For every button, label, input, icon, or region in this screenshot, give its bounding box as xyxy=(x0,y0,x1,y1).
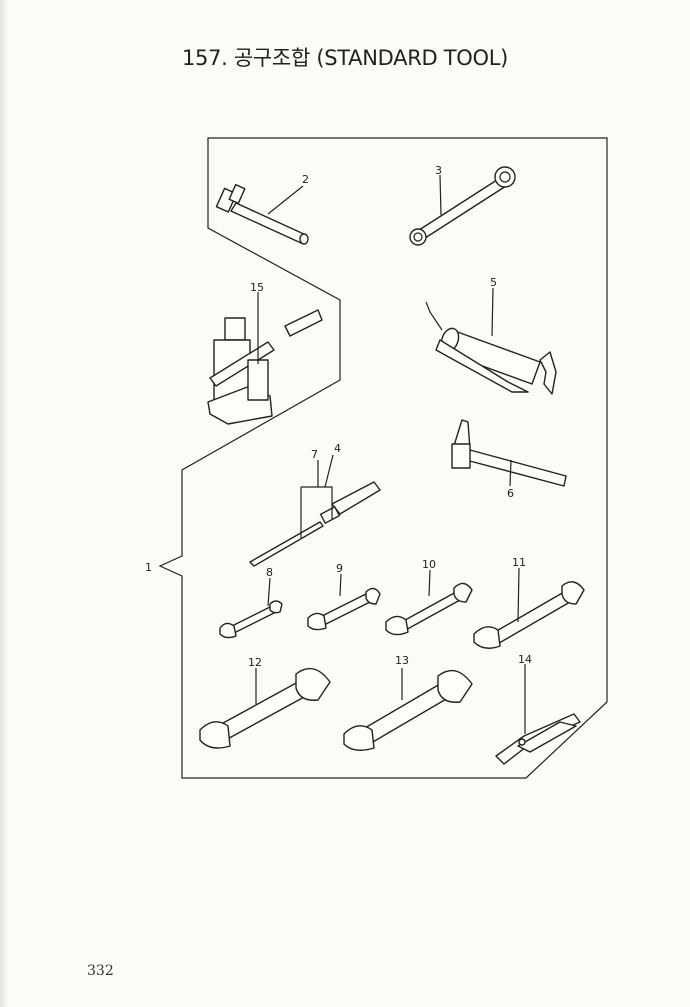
callout-11: 11 xyxy=(512,556,526,569)
callout-3: 3 xyxy=(435,164,442,177)
hydraulic-jack-icon xyxy=(207,309,323,425)
box-wrench-icon xyxy=(409,166,516,246)
open-wrench-11-icon xyxy=(473,581,585,649)
grease-gun-icon xyxy=(425,301,557,395)
callout-9: 9 xyxy=(336,562,343,575)
open-wrench-13-icon xyxy=(343,669,473,751)
callout-12: 12 xyxy=(248,656,262,669)
callout-7: 7 xyxy=(311,448,318,461)
page-title: 157. 공구조합 (STANDARD TOOL) xyxy=(181,46,509,70)
kit-boundary xyxy=(158,137,608,779)
open-wrench-8-icon xyxy=(219,600,283,639)
page-number: 332 xyxy=(87,963,114,979)
callout-13: 13 xyxy=(395,654,409,667)
l-socket-wrench-icon xyxy=(451,419,567,487)
screwdriver-icon xyxy=(249,481,381,567)
callout-15: 15 xyxy=(250,281,264,294)
callout-5: 5 xyxy=(490,276,497,289)
callout-4: 4 xyxy=(334,442,341,455)
callout-2: 2 xyxy=(302,173,309,186)
page-binding-edge xyxy=(0,0,8,1007)
callout-14: 14 xyxy=(518,653,532,666)
open-wrench-10-icon xyxy=(385,582,473,636)
callout-6: 6 xyxy=(507,487,514,500)
callout-1: 1 xyxy=(145,561,152,574)
hammer-icon xyxy=(215,183,309,245)
open-wrench-9-icon xyxy=(307,587,381,631)
callout-10: 10 xyxy=(422,558,436,571)
pliers-icon xyxy=(495,713,581,765)
open-wrench-12-icon xyxy=(199,667,331,749)
callout-8: 8 xyxy=(266,566,273,579)
